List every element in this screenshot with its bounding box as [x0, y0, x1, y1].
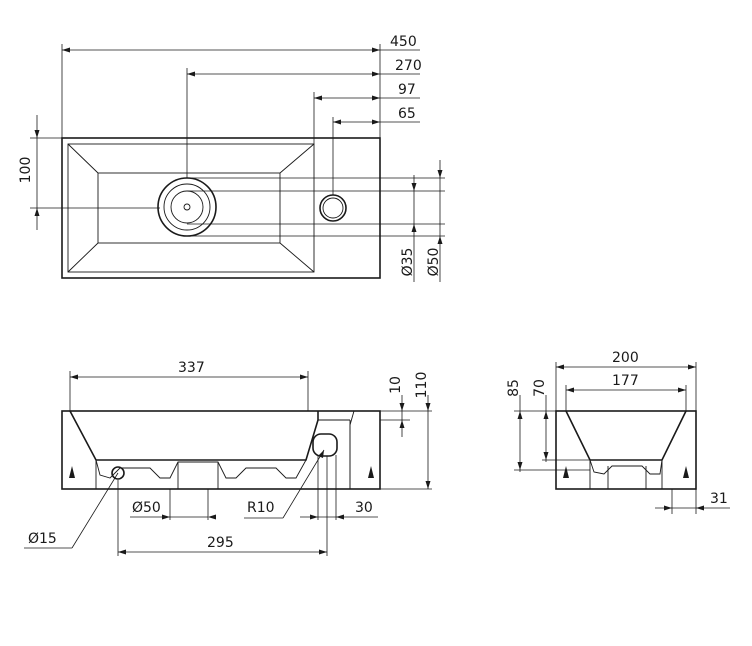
dim-31: 31: [710, 491, 728, 507]
dim-177: 177: [612, 373, 639, 389]
dim-270: 270: [395, 58, 422, 74]
dim-85: 85: [506, 379, 522, 397]
dim-450: 450: [390, 34, 417, 50]
top-view: 450 270 97 65 100 Ø35 Ø50: [18, 34, 445, 282]
dim-waste-dia-50: Ø50: [132, 500, 161, 516]
dim-65: 65: [398, 106, 416, 122]
tap-hole: [319, 194, 347, 222]
drain-outer: [157, 177, 217, 237]
dim-r10: R10: [247, 500, 275, 516]
dim-30: 30: [355, 500, 373, 516]
dim-200: 200: [612, 350, 639, 366]
dim-295: 295: [207, 535, 234, 551]
dim-337: 337: [178, 360, 205, 376]
dim-dia-35: Ø35: [400, 248, 416, 277]
dim-97: 97: [398, 82, 416, 98]
side-view-outline: [555, 410, 697, 490]
front-view: 337 10 110 Ø50 R10 30 Ø15: [24, 360, 432, 556]
side-view: 200 177 85 70 31: [506, 350, 730, 514]
dim-110: 110: [414, 372, 430, 399]
dim-100: 100: [18, 157, 34, 184]
dim-dia-50: Ø50: [426, 248, 442, 277]
dim-10: 10: [388, 376, 404, 394]
front-view-outline: [61, 410, 381, 490]
dim-hole-dia-15: Ø15: [28, 531, 57, 547]
dim-70: 70: [532, 379, 548, 397]
hole-15: [111, 466, 125, 480]
